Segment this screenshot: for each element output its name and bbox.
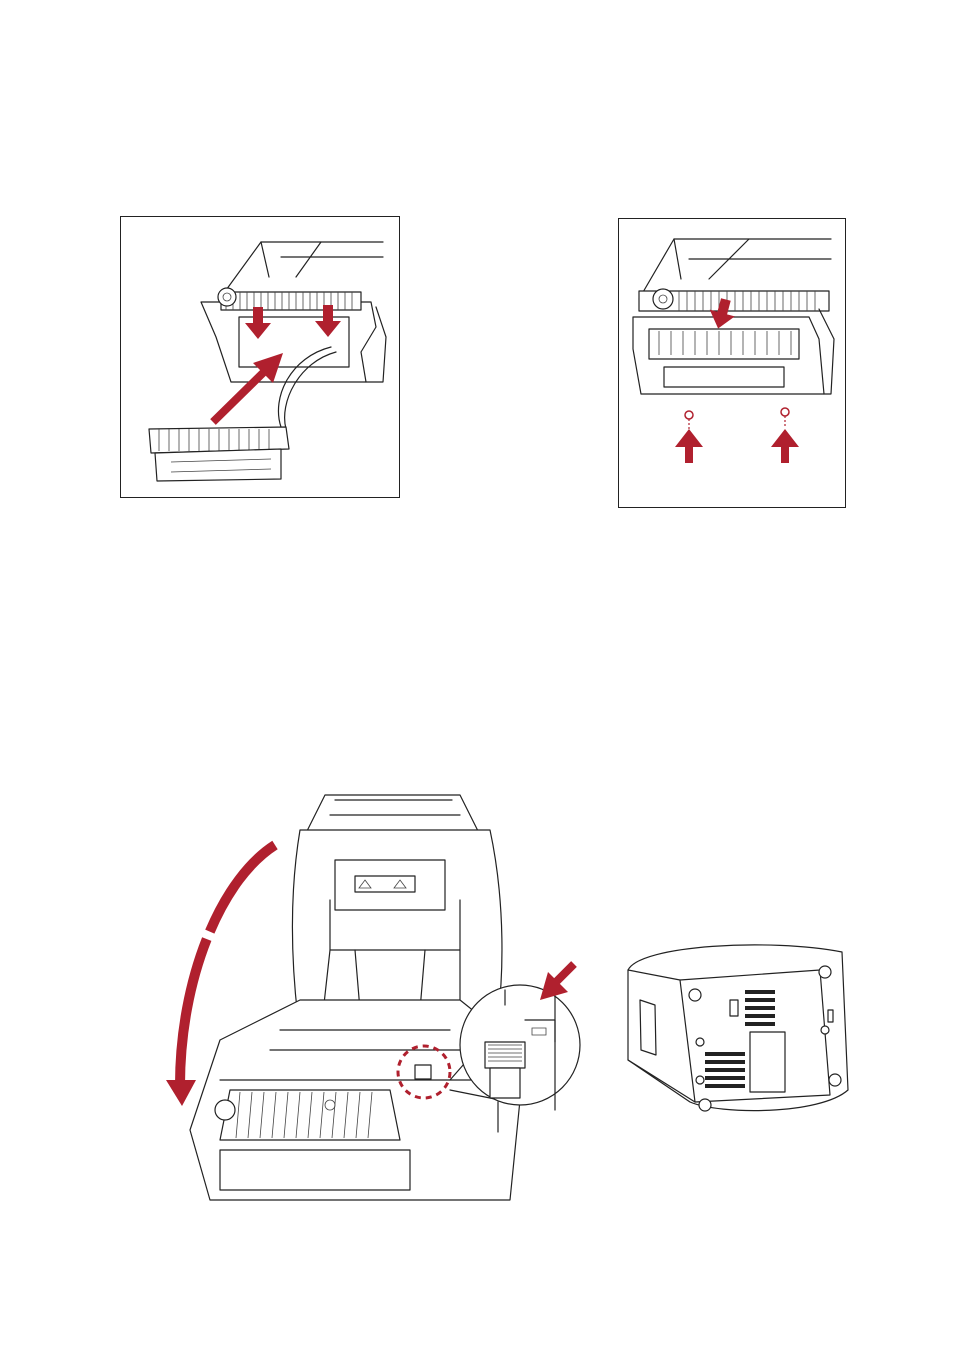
up-arrow-icon [771, 429, 799, 463]
figure-printhead-screws [618, 218, 846, 508]
screw [685, 411, 693, 431]
figure-printhead-connect [120, 216, 400, 498]
figure-printer-bottom-view [620, 930, 850, 1120]
screw [781, 408, 789, 428]
printhead-connect-illustration [121, 217, 399, 497]
printer-open-close-illustration [160, 780, 590, 1220]
printer-bottom-illustration [620, 930, 850, 1120]
up-arrow-icon [675, 429, 703, 463]
figure-printer-open-close [160, 780, 590, 1220]
printhead-screws-illustration [619, 219, 845, 507]
press-arrow-icon [540, 964, 574, 1000]
